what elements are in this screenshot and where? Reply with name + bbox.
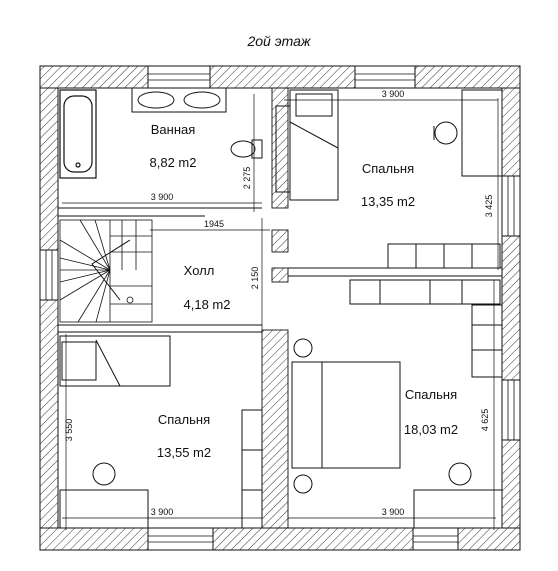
dim-bottom-right: 3 900 (382, 507, 405, 517)
room-hall-area: 4,18 m2 (184, 297, 231, 312)
interior-walls (58, 87, 502, 529)
room-bedroom-sw-name: Спальня (158, 412, 210, 427)
wardrobe-sw (241, 409, 263, 529)
plan-title: 2ой этаж (246, 33, 311, 49)
room-bath-name: Ванная (151, 122, 196, 137)
dim-bath-depth: 2 275 (242, 167, 252, 190)
desk-sw (59, 462, 149, 529)
dimension-lines (62, 94, 499, 530)
single-bed-ne (289, 89, 339, 201)
room-bedroom-se-area: 18,03 m2 (404, 422, 458, 437)
staircase (59, 219, 153, 323)
bathtub (59, 89, 97, 179)
desk-ne (433, 89, 503, 177)
room-bedroom-sw-area: 13,55 m2 (157, 445, 211, 460)
room-bath-area: 8,82 m2 (150, 155, 197, 170)
dim-hall-depth: 2 150 (250, 267, 260, 290)
room-bedroom-se-name: Спальня (405, 387, 457, 402)
windows (45, 73, 515, 543)
wardrobe-mid (349, 243, 501, 305)
dim-ne-depth: 3 425 (484, 195, 494, 218)
dim-se-depth: 4 625 (480, 409, 490, 432)
dim-bath-width: 3 900 (151, 192, 174, 202)
desk-se (413, 462, 503, 529)
room-hall-name: Холл (184, 263, 215, 278)
dim-hall-width: 1945 (204, 219, 224, 229)
dim-sw-depth: 3 550 (64, 419, 74, 442)
single-bed-sw (59, 335, 171, 387)
double-bed-se (291, 338, 401, 494)
exterior-walls (39, 65, 521, 551)
room-bedroom-ne-area: 13,35 m2 (361, 194, 415, 209)
double-sink (131, 87, 227, 113)
wardrobe-se (471, 304, 503, 378)
wardrobe-ne (275, 105, 291, 193)
room-bedroom-ne-name: Спальня (362, 161, 414, 176)
dim-bottom-left: 3 900 (151, 507, 174, 517)
toilet (230, 139, 263, 159)
dim-top-right: 3 900 (382, 89, 405, 99)
